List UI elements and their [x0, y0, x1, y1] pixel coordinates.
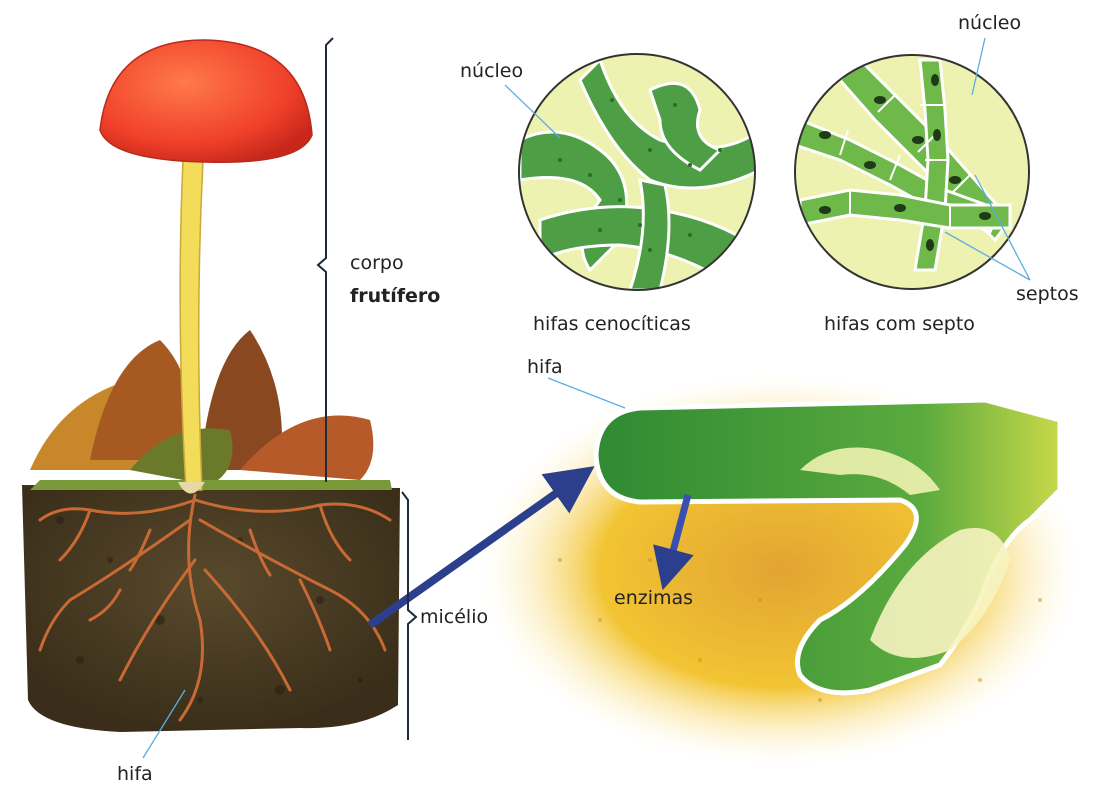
mycelium-bracket — [402, 492, 416, 740]
leaf-litter — [30, 330, 392, 490]
label-frutifero: frutífero — [350, 287, 440, 306]
fruiting-body-bracket — [318, 38, 333, 482]
label-nucleo-coenocytic: núcleo — [460, 62, 523, 81]
label-corpo: corpo — [350, 254, 404, 273]
label-frutifero-text: frutífero — [350, 285, 440, 307]
label-nucleo-septate: núcleo — [958, 14, 1021, 33]
label-hifas-com-septo: hifas com septo — [824, 315, 975, 334]
soil-block — [22, 485, 400, 732]
label-micelio: micélio — [420, 608, 488, 627]
hypha-enlargement — [480, 375, 1080, 765]
label-hifa-root: hifa — [117, 765, 153, 784]
label-septos: septos — [1016, 285, 1079, 304]
label-hifas-cenociticas: hifas cenocíticas — [533, 315, 691, 334]
label-enzimas: enzimas — [614, 589, 693, 608]
label-hifa-enlargement: hifa — [527, 358, 563, 377]
hyphae-septate-circle — [795, 55, 1029, 289]
hyphae-coenocytic-circle — [519, 54, 760, 290]
